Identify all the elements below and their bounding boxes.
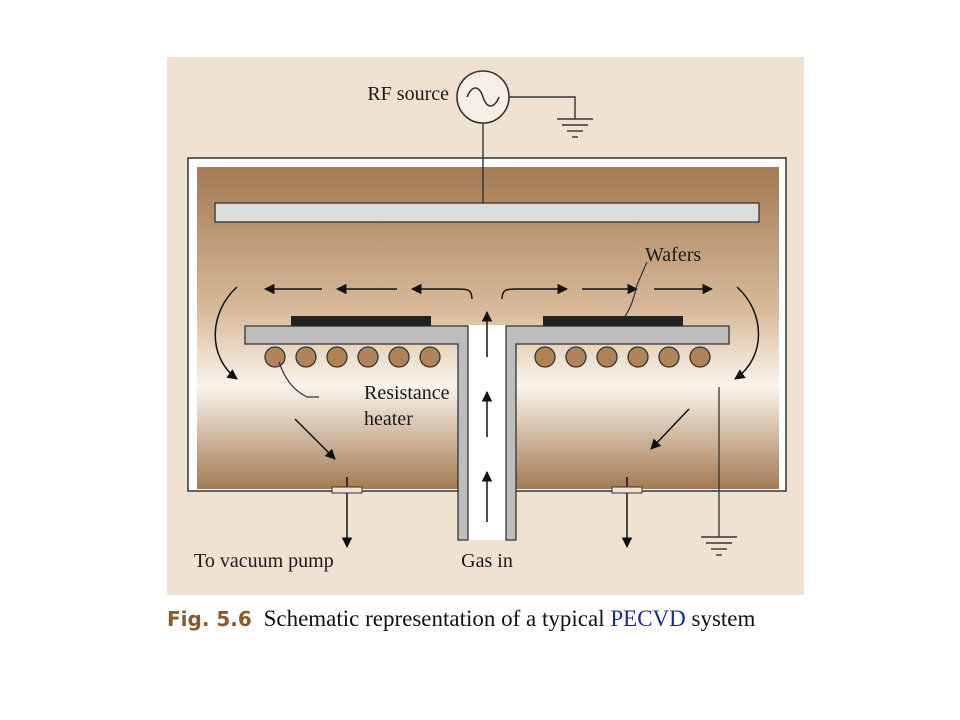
resistance-heater-left [264, 346, 441, 368]
heater-coil-right-4 [627, 346, 649, 368]
heater-coil-left-4 [357, 346, 379, 368]
heater-coil-left-1 [264, 346, 286, 368]
vacuum-pump-label: To vacuum pump [194, 550, 334, 572]
resistance-label: Resistance [364, 382, 450, 404]
heater-coil-right-3 [596, 346, 618, 368]
heater-coil-left-3 [326, 346, 348, 368]
figure-number: Fig. 5.6 [167, 607, 252, 631]
exhaust-port-left [331, 486, 363, 494]
resistance-heater-right [534, 346, 711, 368]
figure-caption: Fig. 5.6 Schematic representation of a t… [167, 602, 804, 636]
rf-ground-wire [509, 96, 576, 119]
heater-coil-right-6 [689, 346, 711, 368]
heater-coil-left-6 [419, 346, 441, 368]
ground-symbol-icon [557, 118, 593, 138]
heater-coil-right-5 [658, 346, 680, 368]
ground-symbol-icon [701, 536, 737, 556]
caption-text-before: Schematic representation of a typical [263, 606, 605, 631]
wafer-right [543, 316, 683, 326]
heater-coil-right-2 [565, 346, 587, 368]
left-platen [244, 325, 469, 541]
heater-coil-right-1 [534, 346, 556, 368]
ac-wave-icon [466, 87, 500, 107]
pecvd-diagram: RF source [167, 57, 804, 595]
caption-highlight-pecvd: PECVD [610, 606, 686, 631]
heater-coil-left-2 [295, 346, 317, 368]
heater-coil-left-5 [388, 346, 410, 368]
top-electrode [214, 202, 760, 223]
gas-in-label: Gas in [461, 550, 513, 572]
wafers-label: Wafers [645, 244, 701, 266]
heater-label: heater [364, 408, 413, 430]
caption-text-after: system [691, 606, 756, 631]
wafer-left [291, 316, 431, 326]
label-leader-lines [278, 261, 648, 398]
right-platen [505, 325, 730, 541]
rf-source-label: RF source [367, 83, 449, 105]
exhaust-port-right [611, 486, 643, 494]
